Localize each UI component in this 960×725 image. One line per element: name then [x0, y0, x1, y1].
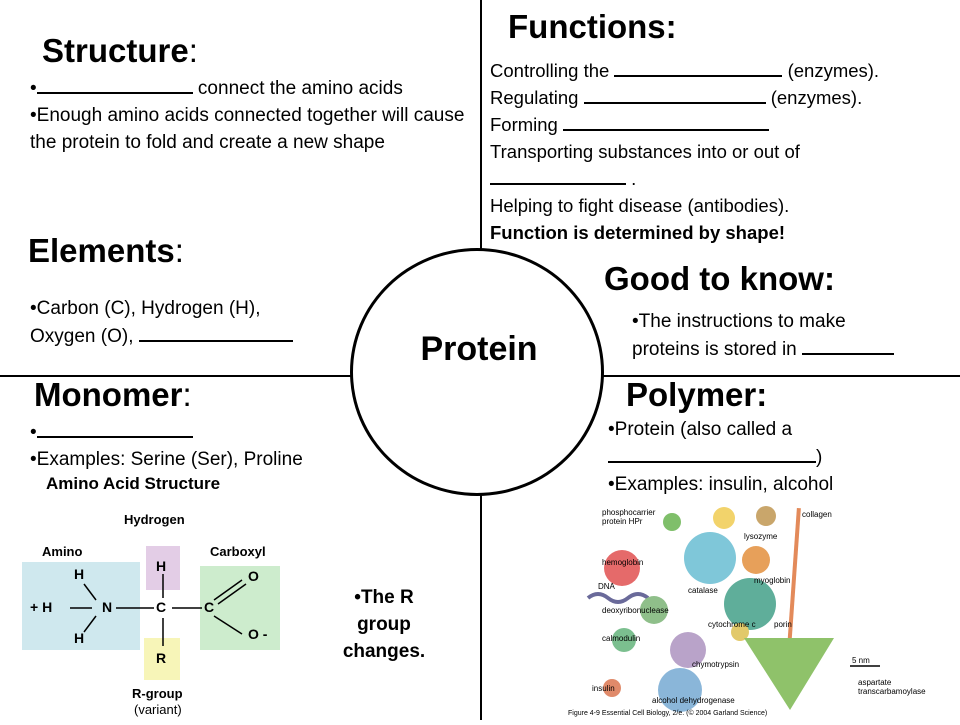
atom-h-amino-top: H	[74, 566, 85, 582]
label-deoxyribonuclease: deoxyribonuclease	[602, 606, 669, 615]
elements-bullets: •Carbon (C), Hydrogen (H), Oxygen (O),	[30, 295, 350, 350]
label-insulin: insulin	[592, 684, 615, 693]
atom-h-amino-bottom: H	[74, 630, 85, 646]
monomer-bullet-2: •Examples: Serine (Ser), Proline	[30, 449, 303, 470]
structure-bullet-2: •Enough amino acids connected together w…	[30, 105, 465, 153]
structure-blank[interactable]	[36, 74, 193, 94]
elements-blank[interactable]	[138, 322, 293, 342]
label-dna: DNA	[598, 582, 615, 591]
amino-label: Amino	[42, 544, 83, 559]
good-to-know-heading: Good to know:	[604, 260, 835, 297]
functions-blank-2[interactable]	[583, 84, 766, 104]
label-hemoglobin: hemoglobin	[602, 558, 644, 567]
elements-bullet-1-line-2: Oxygen (O),	[30, 322, 350, 350]
atom-c-alpha: C	[156, 599, 167, 615]
atom-plus-h: + H	[30, 599, 53, 615]
atom-r: R	[156, 650, 167, 666]
atom-n: N	[102, 599, 113, 615]
elements-heading: Elements:	[28, 232, 184, 269]
rgroup-box	[144, 638, 180, 680]
atom-o-double: O	[248, 568, 259, 584]
monomer-blank[interactable]	[36, 418, 193, 438]
monomer-bullets: • •Examples: Serine (Ser), Proline	[30, 418, 390, 473]
amino-acid-svg	[22, 546, 280, 680]
atom-o-minus: O -	[248, 626, 268, 642]
diagram-title: Amino Acid Structure	[46, 474, 221, 493]
functions-line-1: Controlling the (enzymes).	[490, 57, 958, 84]
label-alcohol-dehydrogenase: alcohol dehydrogenase	[652, 696, 735, 705]
atom-h-top: H	[156, 558, 167, 574]
amino-group-box	[22, 562, 140, 650]
protein-collage-svg	[568, 500, 960, 720]
functions-blank-4[interactable]	[490, 165, 626, 185]
center-label: Protein	[420, 330, 538, 368]
monomer-bullet-1: •	[30, 418, 390, 446]
r-group-note: •The R group changes.	[342, 587, 426, 662]
polymer-bullet-2: •Examples: insulin, alcohol	[608, 474, 834, 495]
good-to-know-bullets: •The instructions to make proteins is st…	[632, 308, 952, 363]
monomer-heading: Monomer:	[34, 376, 192, 413]
label-cytochrome: cytochrome c	[708, 620, 756, 629]
label-catalase: catalase	[688, 586, 718, 595]
label-aspartate: aspartate transcarbamoylase	[858, 678, 926, 696]
atom-c-carboxyl: C	[204, 599, 215, 615]
label-chymotrypsin: chymotrypsin	[692, 660, 740, 669]
label-porin: porin	[774, 620, 792, 629]
polymer-heading: Polymer:	[626, 376, 768, 413]
structure-bullets: • connect the amino acids •Enough amino …	[30, 74, 466, 156]
functions-line-5: .	[490, 165, 958, 192]
functions-line-6: Helping to fight disease (antibodies).	[490, 195, 790, 216]
structure-bullet-1: • connect the amino acids	[30, 74, 466, 102]
good-to-know-line-2: proteins is stored in	[632, 335, 952, 363]
functions-heading: Functions:	[508, 8, 677, 45]
label-calmodulin: calmodulin	[602, 634, 641, 643]
variant-label: (variant)	[134, 702, 182, 717]
functions-blank-3[interactable]	[563, 111, 769, 131]
label-collagen: collagen	[802, 510, 832, 519]
good-to-know-blank[interactable]	[802, 335, 895, 355]
protein-circle	[350, 248, 604, 496]
amino-acid-diagram: Amino Acid Structure Hydrogen Amino Carb…	[22, 474, 322, 720]
polymer-bullet-1-line-2: )	[608, 443, 948, 471]
functions-line-2: Regulating (enzymes).	[490, 84, 958, 111]
label-lysozyme: lysozyme	[744, 532, 778, 541]
carboxyl-label: Carboxyl	[210, 544, 266, 559]
functions-list: Controlling the (enzymes). Regulating (e…	[490, 57, 958, 246]
good-to-know-line-1: •The instructions to make	[632, 311, 846, 332]
figure-caption: Figure 4-9 Essential Cell Biology, 2/e. …	[568, 710, 768, 717]
elements-bullet-1-line-1: •Carbon (C), Hydrogen (H),	[30, 298, 261, 319]
label-myoglobin: myoglobin	[754, 576, 791, 585]
protein-structures-figure: phosphocarrier protein HPr lysozyme coll…	[568, 500, 960, 720]
functions-line-3: Forming	[490, 111, 958, 138]
polymer-blank[interactable]	[608, 443, 816, 463]
scale-bar-label: 5 nm	[852, 656, 870, 665]
rgroup-label: R-group	[132, 686, 183, 701]
label-hpr: phosphocarrier protein HPr	[602, 508, 656, 526]
polymer-bullet-1-line-1: •Protein (also called a	[608, 419, 793, 440]
functions-line-7: Function is determined by shape!	[490, 222, 786, 243]
hydrogen-label: Hydrogen	[124, 512, 185, 527]
polymer-bullets: •Protein (also called a ) •Examples: ins…	[608, 416, 948, 498]
functions-line-4: Transporting substances into or out of	[490, 141, 800, 162]
functions-blank-1[interactable]	[614, 57, 783, 77]
structure-heading: Structure:	[42, 32, 198, 69]
carboxyl-box	[200, 566, 280, 650]
